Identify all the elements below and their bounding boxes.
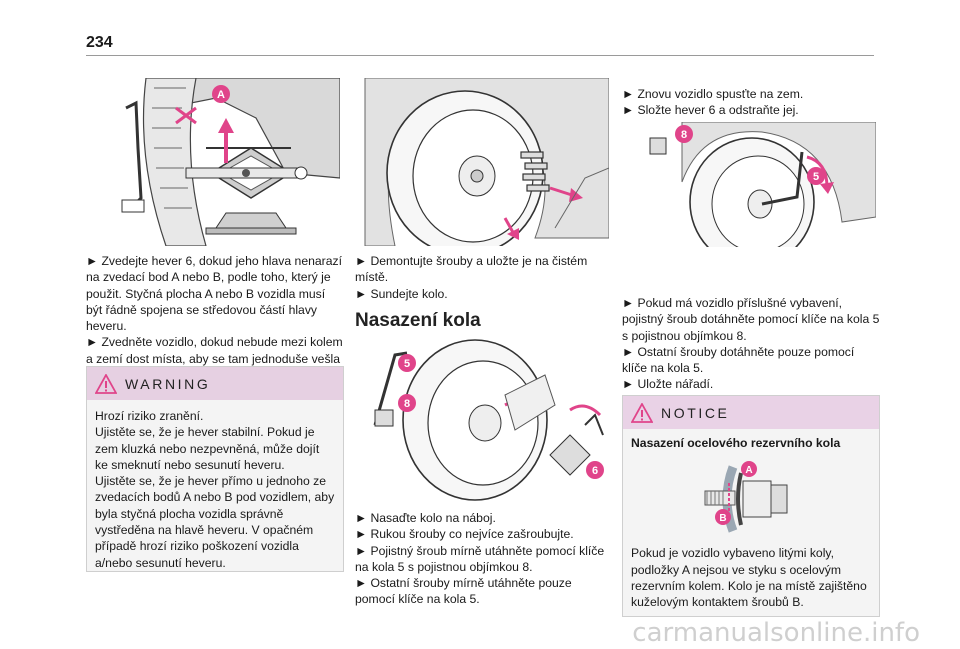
header-rule (86, 55, 874, 56)
col3-text-mid: ► Pokud má vozidlo příslušné vybavení, p… (622, 295, 882, 393)
col2-p5: ► Pojistný šroub mírně utáhněte pomocí k… (355, 543, 605, 574)
callout-8: 8 (404, 398, 410, 410)
warning-body: Hrozí riziko zranění. Ujistěte se, že je… (87, 400, 343, 579)
figure-washer: A B (701, 459, 801, 540)
col3-p3: ► Pokud má vozidlo příslušné vybavení, p… (622, 296, 880, 343)
col1-p1: ► Zvedejte hever 6, dokud jeho hlava nen… (86, 254, 342, 334)
page-number: 234 (86, 34, 113, 51)
col3-p2: ► Složte hever 6 a odstraňte jej. (622, 103, 799, 118)
callout-6: 6 (592, 465, 598, 477)
callout-8b: 8 (681, 129, 687, 141)
warning-line-3: Ujistěte se, že je hever přímo u jednoho… (95, 474, 335, 570)
callout-a: A (217, 89, 225, 101)
notice-box: NOTICE Nasazení ocelového rezervního kol… (622, 395, 880, 617)
notice-subtitle: Nasazení ocelového rezervního kola (631, 436, 841, 450)
section-heading: Nasazení kola (355, 310, 481, 331)
callout-b-washer: B (719, 513, 726, 524)
notice-body: Nasazení ocelového rezervního kola A B P… (623, 429, 879, 618)
col2-p4: ► Rukou šrouby co nejvíce zašroubujte. (355, 527, 574, 542)
warning-line-1: Hrozí riziko zranění. (95, 409, 204, 423)
warning-box: WARNING Hrozí riziko zranění. Ujistěte s… (86, 366, 344, 572)
notice-text: Pokud je vozidlo vybaveno litými koly, p… (631, 546, 867, 610)
col1-text: ► Zvedejte hever 6, dokud jeho hlava nen… (86, 253, 344, 383)
warning-line-2: Ujistěte se, že je hever stabilní. Pokud… (95, 425, 320, 472)
notice-title: NOTICE (661, 404, 730, 421)
col2-p6: ► Ostatní šrouby mírně utáhněte pouze po… (355, 576, 572, 607)
warning-triangle-icon (95, 373, 117, 394)
col2-p2: ► Sundejte kolo. (355, 286, 448, 301)
notice-header: NOTICE (623, 396, 879, 429)
figure-fitting: 5 8 6 (355, 335, 609, 503)
figure-lower: 5 8 (622, 122, 876, 247)
col2-text-top: ► Demontujte šrouby a uložte je na čisté… (355, 253, 613, 302)
callout-a-washer: A (745, 465, 752, 476)
col3-p4: ► Ostatní šrouby dotáhněte pouze pomocí … (622, 344, 855, 376)
figure-bolts (355, 78, 609, 246)
figure-jack: A (86, 78, 340, 246)
col2-p3: ► Nasaďte kolo na náboj. (355, 511, 496, 525)
watermark: carmanualsonline.info (632, 618, 920, 648)
col2-text-bottom: ► Nasaďte kolo na náboj. ► Rukou šrouby … (355, 510, 613, 608)
col3-p1: ► Znovu vozidlo spusťte na zem. (622, 87, 804, 101)
notice-triangle-icon (631, 402, 653, 423)
warning-title: WARNING (125, 375, 211, 392)
warning-header: WARNING (87, 367, 343, 400)
callout-5b: 5 (813, 171, 819, 183)
col3-p5: ► Uložte nářadí. (622, 377, 714, 392)
callout-5: 5 (404, 358, 410, 370)
col3-text-top: ► Znovu vozidlo spusťte na zem. ► Složte… (622, 86, 880, 119)
col2-p1: ► Demontujte šrouby a uložte je na čisté… (355, 254, 588, 285)
